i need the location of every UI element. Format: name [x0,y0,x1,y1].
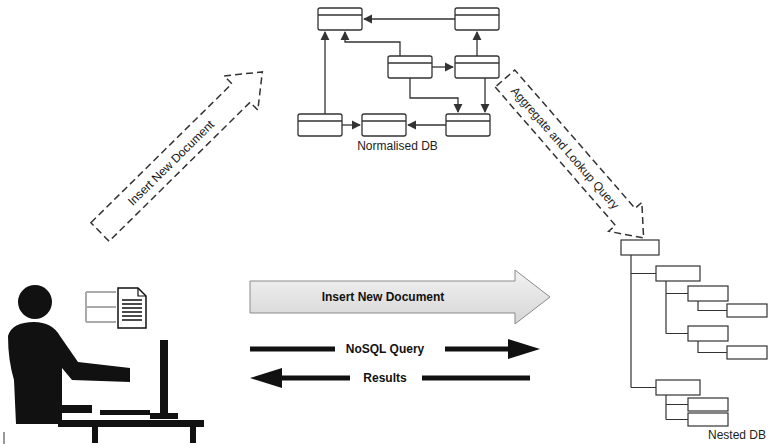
chair-seat [62,405,92,413]
tree-box [688,413,728,426]
nested-tree [631,255,727,420]
user-body [8,322,130,424]
normalised-db: Normalised DB [290,2,505,155]
tree-line [666,281,688,334]
relation-arrow [410,78,458,112]
relation-arrow [342,124,360,125]
monitor [160,340,168,414]
tree-box [727,346,767,359]
table-box [362,114,406,136]
node-heading: Nested DB [708,428,766,442]
relation-arrow [484,78,485,112]
tree-boxes [621,240,767,426]
user-head [18,285,52,319]
relation-arrow [324,32,325,114]
block-arrow [250,270,550,324]
arrow-label: Insert New Document [322,290,445,304]
nested-db: Nested DB [612,238,770,444]
arrow-label: Insert New Document [125,117,217,208]
tree-box [621,240,659,255]
desk-top [58,420,204,427]
tree-line [666,395,688,420]
relation-arrow [408,124,446,125]
tree-line [631,255,656,388]
table-box [446,114,490,136]
tree-box [688,398,728,411]
dashed-arrow [83,55,279,249]
document-icon [118,288,146,328]
desk-leg [190,427,196,443]
node-heading: Normalised DB [357,139,438,153]
edge-label: Aggregate and Lookup Query [508,84,622,212]
normalised-schema [298,8,499,136]
tree-box [688,326,728,341]
monitor-stand [150,413,178,419]
tree-line [698,341,727,353]
query-arrow [250,339,540,359]
tree-line [698,301,727,311]
tree-box [688,286,728,301]
table-box [455,8,499,30]
arrow-label: Results [363,371,406,385]
dashed-arrow [495,70,643,238]
relation-arrow [345,32,400,56]
tree-box [727,304,767,317]
results-arrow [250,368,530,388]
relation-arrow [476,32,477,56]
relation-arrows [325,19,485,125]
background-sheet [86,292,116,322]
tick-mark [4,432,5,444]
tree-box [656,266,700,281]
tree-box [656,380,700,395]
relation-arrow [432,66,453,67]
user-figure [4,285,204,444]
table-box [388,56,432,78]
keyboard [100,410,150,415]
table-box [318,8,362,30]
desk-leg [92,427,98,443]
table-box [455,56,499,78]
relation-arrow [364,18,455,19]
arrow-label: NoSQL Query [346,342,424,356]
table-box [298,114,342,136]
